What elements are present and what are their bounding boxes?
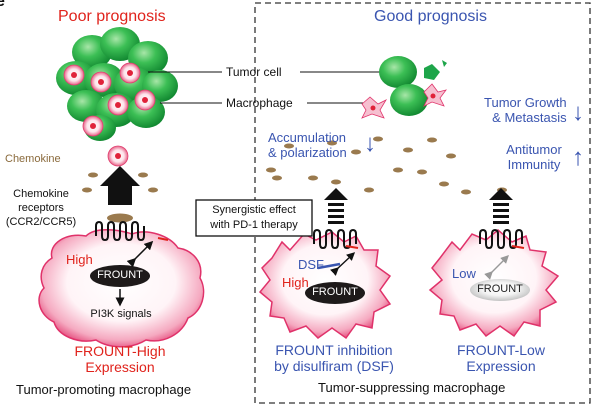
frount-protein-left (90, 265, 150, 287)
chemokine-receptor-left (95, 213, 145, 242)
pi3k-label: PI3K signals (90, 308, 152, 320)
tumor-promoting-macrophage-cell (38, 229, 205, 348)
synergy-line-2: with PD-1 therapy (210, 219, 298, 231)
accumulation-line-1: Accumulation (268, 130, 347, 145)
chemokine-receptor-right (479, 228, 523, 250)
dsf-label: DSF (298, 257, 324, 272)
migration-arrow (100, 166, 140, 205)
receptor-tail-right (511, 245, 525, 249)
macrophages-in-tumor (63, 62, 156, 167)
tumor-cells-right (379, 56, 447, 116)
frount-low-line-2: Expression (466, 358, 536, 374)
accumulation-line-2: & polarization (268, 145, 347, 160)
receptors-line-2: receptors (18, 202, 64, 214)
tumor-growth-line-1: Tumor Growth (484, 95, 567, 110)
small-macrophages-right (361, 83, 447, 119)
frount-protein-right (470, 279, 530, 301)
good-prognosis-title: Good prognosis (374, 8, 487, 25)
accumulation-down-arrow: ↓ (364, 130, 376, 157)
inhibition-line-2: by disulfiram (DSF) (274, 358, 394, 374)
macrophage-label: Macrophage (226, 96, 293, 110)
binding-arrow-left (126, 240, 154, 268)
tumor-promoting-label: Tumor-promoting macrophage (16, 382, 192, 397)
dsf-inhibition-bar (317, 262, 341, 270)
chemokine-receptors-label: Chemokine receptors (CCR2/CCR5) (2, 187, 80, 229)
synergy-line-1: Synergistic effect (212, 204, 296, 216)
poor-prognosis-title: Poor prognosis (58, 8, 166, 25)
frount-high-line-1: FROUNT-High (74, 343, 166, 359)
high-label-middle: High (282, 275, 309, 290)
tumor-growth-label: Tumor Growth & Metastasis (484, 95, 567, 125)
reduced-migration-arrow-right (489, 188, 513, 224)
receptors-line-1: Chemokine (13, 188, 69, 200)
binding-arrow-right (484, 255, 509, 280)
frount-inhibition-label: FROUNT inhibition by disulfiram (DSF) (262, 342, 406, 374)
receptor-tail-left (157, 237, 169, 241)
tumor-cell-label: Tumor cell (226, 65, 282, 79)
frount-label-middle: FROUNT (312, 286, 358, 298)
inhibition-line-1: FROUNT inhibition (275, 342, 393, 358)
frount-label-right: FROUNT (477, 283, 523, 295)
frount-protein-middle (305, 282, 365, 304)
tumor-growth-down-arrow: ↓ (572, 99, 584, 126)
tumor-suppressing-label: Tumor-suppressing macrophage (318, 380, 506, 395)
tumor-growth-line-2: & Metastasis (492, 110, 567, 125)
binding-arrow-middle (330, 252, 356, 276)
reduced-migration-arrow-middle (324, 188, 348, 224)
panel-letter: e (0, 0, 5, 10)
accumulation-label: Accumulation & polarization (268, 130, 347, 160)
frount-low-expression-label: FROUNT-Low Expression (440, 342, 562, 374)
chemokine-label: Chemokine (5, 153, 61, 165)
chemokine-receptor-middle (313, 228, 357, 250)
receptors-line-3: (CCR2/CCR5) (5, 216, 77, 228)
antitumor-label: Antitumor Immunity (498, 142, 570, 172)
antitumor-line-1: Antitumor (506, 142, 562, 157)
high-label-left: High (66, 252, 93, 267)
low-label: Low (452, 266, 476, 281)
antitumor-line-2: Immunity (507, 157, 561, 172)
receptor-tail-middle (345, 245, 359, 249)
frount-high-expression-label: FROUNT-High Expression (50, 343, 190, 375)
synergy-text: Synergistic effect with PD-1 therapy (196, 203, 312, 233)
frount-low-line-1: FROUNT-Low (457, 342, 545, 358)
antitumor-up-arrow: ↑ (572, 144, 584, 171)
frount-label-left: FROUNT (97, 269, 143, 281)
synergy-box (195, 199, 313, 237)
frount-high-line-2: Expression (85, 359, 155, 375)
